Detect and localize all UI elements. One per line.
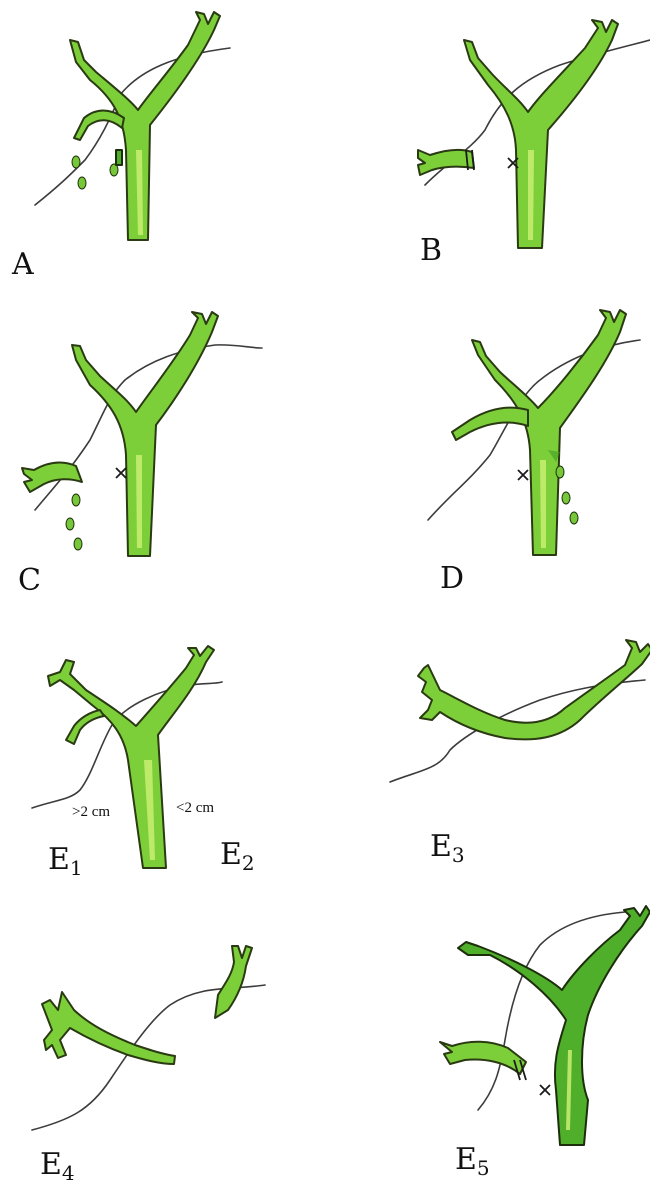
panel-c-drawing xyxy=(22,312,262,556)
panel-d-blood-drop xyxy=(562,492,570,504)
panel-label-e5: E5 xyxy=(455,1145,490,1178)
panel-e5-ligated-branch xyxy=(440,1042,526,1074)
panel-e5-vessel-trunk xyxy=(458,906,650,1145)
panel-e5-guidewire xyxy=(478,912,625,1110)
panel-d-blood-drop xyxy=(556,466,564,478)
panel-label-e2: E2 xyxy=(220,840,255,873)
panel-label-e1: E1 xyxy=(48,845,83,878)
panel-e5-trunk-suture xyxy=(540,1085,550,1095)
panel-c-trunk-suture xyxy=(116,468,126,478)
panel-e1-side-branch xyxy=(66,710,104,744)
panel-b-drawing xyxy=(418,20,650,248)
panel-d-drawing xyxy=(428,310,640,555)
panel-label-e5-subscript: 5 xyxy=(477,1156,490,1180)
panel-d-vessel-trunk xyxy=(472,310,626,555)
panel-label-e4: E4 xyxy=(40,1150,75,1183)
panel-c-blood-drop xyxy=(72,494,80,506)
panel-c-vessel-trunk xyxy=(72,312,218,556)
panel-label-e3-subscript: 3 xyxy=(452,843,465,867)
panel-label-d: D xyxy=(440,564,464,594)
panel-c-blood-drop xyxy=(66,518,74,530)
panel-label-e1-subscript: 1 xyxy=(70,856,83,880)
panel-e3-drawing xyxy=(390,640,650,782)
panel-a-blood-drop xyxy=(78,177,86,189)
panel-e5-drawing xyxy=(440,906,650,1145)
panel-e4-drawing xyxy=(32,946,265,1130)
panel-c-cut-branch xyxy=(22,463,82,492)
panel-label-a: A xyxy=(12,250,34,280)
panel-d-blood-drop xyxy=(570,512,578,524)
panel-d-trunk-suture xyxy=(518,470,528,480)
panel-b-vessel-trunk xyxy=(464,20,618,248)
panel-e4-vessel xyxy=(42,992,175,1064)
panel-e1-e2-drawing xyxy=(32,646,222,868)
annotation-left-diameter: >2 cm xyxy=(72,804,110,821)
panel-label-e3: E3 xyxy=(430,832,465,865)
panel-a-drawing xyxy=(35,12,230,240)
panel-a-side-branch-stump xyxy=(74,111,124,141)
panel-label-b: B xyxy=(420,236,442,266)
panel-a-vessel-trunk xyxy=(70,12,220,240)
panel-e4-distal-segment xyxy=(215,946,252,1018)
panel-label-e4-subscript: 4 xyxy=(62,1161,75,1185)
annotation-right-diameter: <2 cm xyxy=(176,800,214,817)
panel-label-e2-subscript: 2 xyxy=(242,851,255,875)
panel-e3-vessel xyxy=(418,640,650,739)
panel-label-c: C xyxy=(18,566,41,596)
panel-d-side-branch xyxy=(452,408,528,440)
panel-c-blood-drop xyxy=(74,538,82,550)
panel-e1-vessel-trunk xyxy=(48,646,214,868)
panel-a-blood-drop xyxy=(72,156,80,168)
